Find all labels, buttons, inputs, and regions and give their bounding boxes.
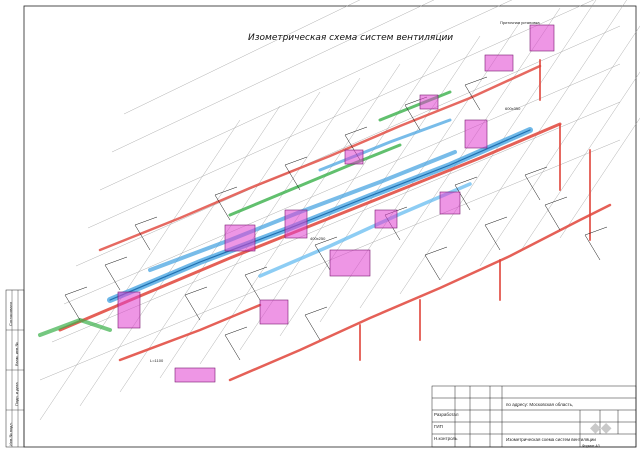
equipment-units	[117, 24, 555, 383]
side-stamp-label-3: Взам. инв.№	[14, 342, 19, 366]
title-block-address: по адресу: Московская область,	[506, 402, 574, 407]
title-block-subject: Изометрическая схема систем вентиляции	[506, 437, 596, 442]
leader-line	[224, 326, 248, 361]
title-block-format: Формат А3	[582, 444, 600, 448]
leader-line	[524, 166, 548, 201]
leader-line	[404, 96, 428, 131]
grid-line	[111, 0, 435, 153]
grid-line	[75, 25, 621, 267]
grid-line	[559, 117, 640, 239]
annotation-fan: L=1100	[150, 358, 164, 363]
annotation-supply-unit: Приточная установка	[500, 20, 540, 25]
supply-duct-system	[107, 118, 533, 303]
leader-lines	[64, 76, 608, 361]
leader-line	[104, 256, 128, 291]
equipment-unit	[344, 149, 364, 165]
title-block-label-author: Разработал	[434, 412, 459, 417]
equipment-unit	[329, 249, 371, 277]
leader-line	[484, 216, 508, 251]
leader-line	[544, 196, 568, 231]
leader-line	[584, 226, 608, 261]
leader-line	[424, 246, 448, 281]
grid-line	[279, 35, 481, 337]
annotation-duct-b: 400х250	[310, 236, 326, 241]
leader-line	[244, 266, 268, 301]
sheet-frame	[23, 5, 637, 448]
side-stamp-label-4: Согласовано	[8, 301, 13, 326]
grid-line	[39, 119, 241, 421]
equipment-unit	[484, 54, 514, 72]
title-block-label-control: Н.контроль	[434, 436, 458, 441]
leader-line	[464, 76, 488, 111]
leader-line	[314, 236, 338, 271]
leader-line	[64, 286, 88, 321]
grid-line	[63, 63, 621, 305]
equipment-unit	[419, 94, 439, 110]
annotation-duct-a: 600х350	[505, 106, 521, 111]
equipment-unit	[259, 299, 289, 325]
leader-line	[134, 216, 158, 251]
equipment-unit	[284, 209, 308, 239]
side-stamp-label-2: Подп. и дата	[14, 382, 19, 406]
leader-line	[214, 186, 238, 221]
grid-line	[123, 0, 361, 115]
side-stamp-label-1: Инв.№ подл.	[8, 422, 13, 446]
grid-line	[439, 0, 627, 281]
leader-line	[284, 156, 308, 191]
title-block	[431, 385, 637, 448]
leader-line	[304, 306, 328, 341]
grid-line	[479, 25, 640, 267]
equipment-unit	[224, 224, 256, 252]
leader-line	[454, 176, 478, 211]
equipment-unit	[374, 209, 398, 229]
grid-line	[79, 105, 281, 407]
equipment-unit	[529, 24, 555, 52]
equipment-unit	[439, 191, 461, 215]
grid-line	[51, 101, 621, 343]
title-block-label-chief: ГИП	[434, 424, 443, 429]
equipment-unit	[174, 367, 216, 383]
equipment-unit	[117, 291, 141, 329]
equipment-unit	[464, 119, 488, 149]
drawing-title: Изометрическая схема систем вентиляции	[248, 33, 454, 43]
grid-line	[99, 0, 513, 191]
leader-line	[184, 286, 208, 321]
avito-watermark-icon: ◆◆	[590, 420, 612, 436]
left-side-stamp	[5, 289, 25, 448]
exhaust-duct-system	[58, 59, 612, 382]
